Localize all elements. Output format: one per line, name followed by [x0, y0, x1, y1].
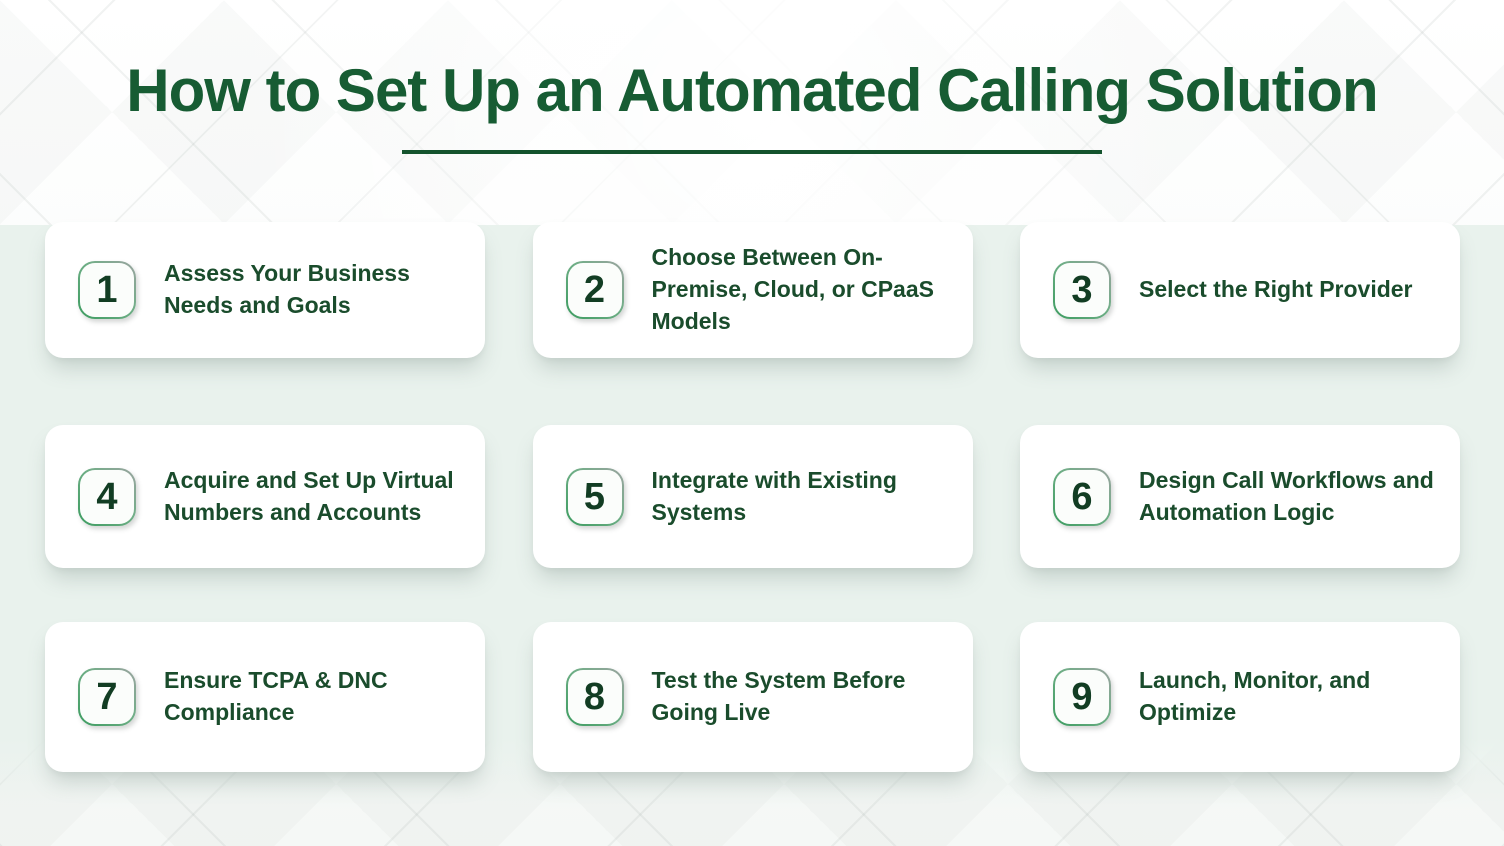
- step-label: Ensure TCPA & DNC Compliance: [164, 667, 388, 725]
- step-number: 2: [583, 269, 606, 311]
- step-number-badge-inner: 1: [80, 263, 134, 317]
- step-card-8: 8 Test the System Before Going Live: [532, 622, 973, 772]
- step-number-badge-inner: 7: [80, 670, 134, 724]
- step-number-badge: 6: [1053, 467, 1111, 526]
- steps-row-2: 4 Acquire and Set Up Virtual Numbers and…: [45, 425, 1460, 568]
- header: How to Set Up an Automated Calling Solut…: [0, 0, 1504, 154]
- step-number: 5: [583, 475, 606, 518]
- step-card-1: 1 Assess Your Business Needs and Goals: [45, 222, 485, 358]
- step-card-2: 2 Choose Between On-Premise, Cloud, or C…: [532, 222, 973, 358]
- step-label: Design Call Workflows and Automation Log…: [1139, 466, 1434, 525]
- step-number-badge: 4: [78, 467, 136, 526]
- step-number: 6: [1071, 475, 1093, 518]
- step-card-9: 9 Launch, Monitor, and Optimize: [1020, 622, 1460, 772]
- step-card-6: 6 Design Call Workflows and Automation L…: [1020, 425, 1460, 568]
- step-card-3: 3 Select the Right Provider: [1020, 222, 1460, 358]
- step-label: Assess Your Business Needs and Goals: [164, 260, 410, 318]
- step-number: 1: [96, 269, 118, 311]
- steps-row-3: 7 Ensure TCPA & DNC Compliance 8 Test th…: [45, 622, 1460, 772]
- step-number-badge-inner: 2: [567, 263, 622, 317]
- step-number-badge: 8: [565, 668, 624, 726]
- step-label: Launch, Monitor, and Optimize: [1139, 667, 1371, 725]
- step-label: Choose Between On-Premise, Cloud, or CPa…: [651, 244, 934, 334]
- step-number-badge: 2: [565, 261, 624, 319]
- step-number: 4: [96, 475, 118, 518]
- title-underline-divider: [402, 150, 1102, 154]
- step-label: Acquire and Set Up Virtual Numbers and A…: [164, 466, 454, 525]
- step-label: Select the Right Provider: [1139, 276, 1413, 303]
- step-number-badge-inner: 4: [80, 469, 134, 524]
- step-number-badge-inner: 9: [1055, 670, 1109, 724]
- step-label: Integrate with Existing Systems: [651, 466, 897, 525]
- step-number-badge: 1: [78, 261, 136, 319]
- step-number-badge: 5: [565, 467, 624, 526]
- step-card-5: 5 Integrate with Existing Systems: [532, 425, 973, 568]
- step-number-badge-inner: 6: [1055, 469, 1109, 524]
- step-number-badge-inner: 8: [567, 670, 622, 724]
- step-card-4: 4 Acquire and Set Up Virtual Numbers and…: [45, 425, 485, 568]
- steps-grid: 1 Assess Your Business Needs and Goals 2…: [45, 222, 1460, 772]
- step-number-badge-inner: 3: [1055, 263, 1109, 317]
- step-number-badge: 9: [1053, 668, 1111, 726]
- step-number-badge: 7: [78, 668, 136, 726]
- page-title: How to Set Up an Automated Calling Solut…: [126, 57, 1378, 124]
- step-number-badge: 3: [1053, 261, 1111, 319]
- step-number-badge-inner: 5: [567, 469, 622, 524]
- step-number: 3: [1071, 269, 1093, 311]
- step-number: 8: [583, 676, 606, 718]
- steps-row-1: 1 Assess Your Business Needs and Goals 2…: [45, 222, 1460, 358]
- step-number: 9: [1071, 676, 1093, 718]
- step-card-7: 7 Ensure TCPA & DNC Compliance: [45, 622, 485, 772]
- step-label: Test the System Before Going Live: [651, 667, 906, 725]
- step-number: 7: [96, 676, 118, 718]
